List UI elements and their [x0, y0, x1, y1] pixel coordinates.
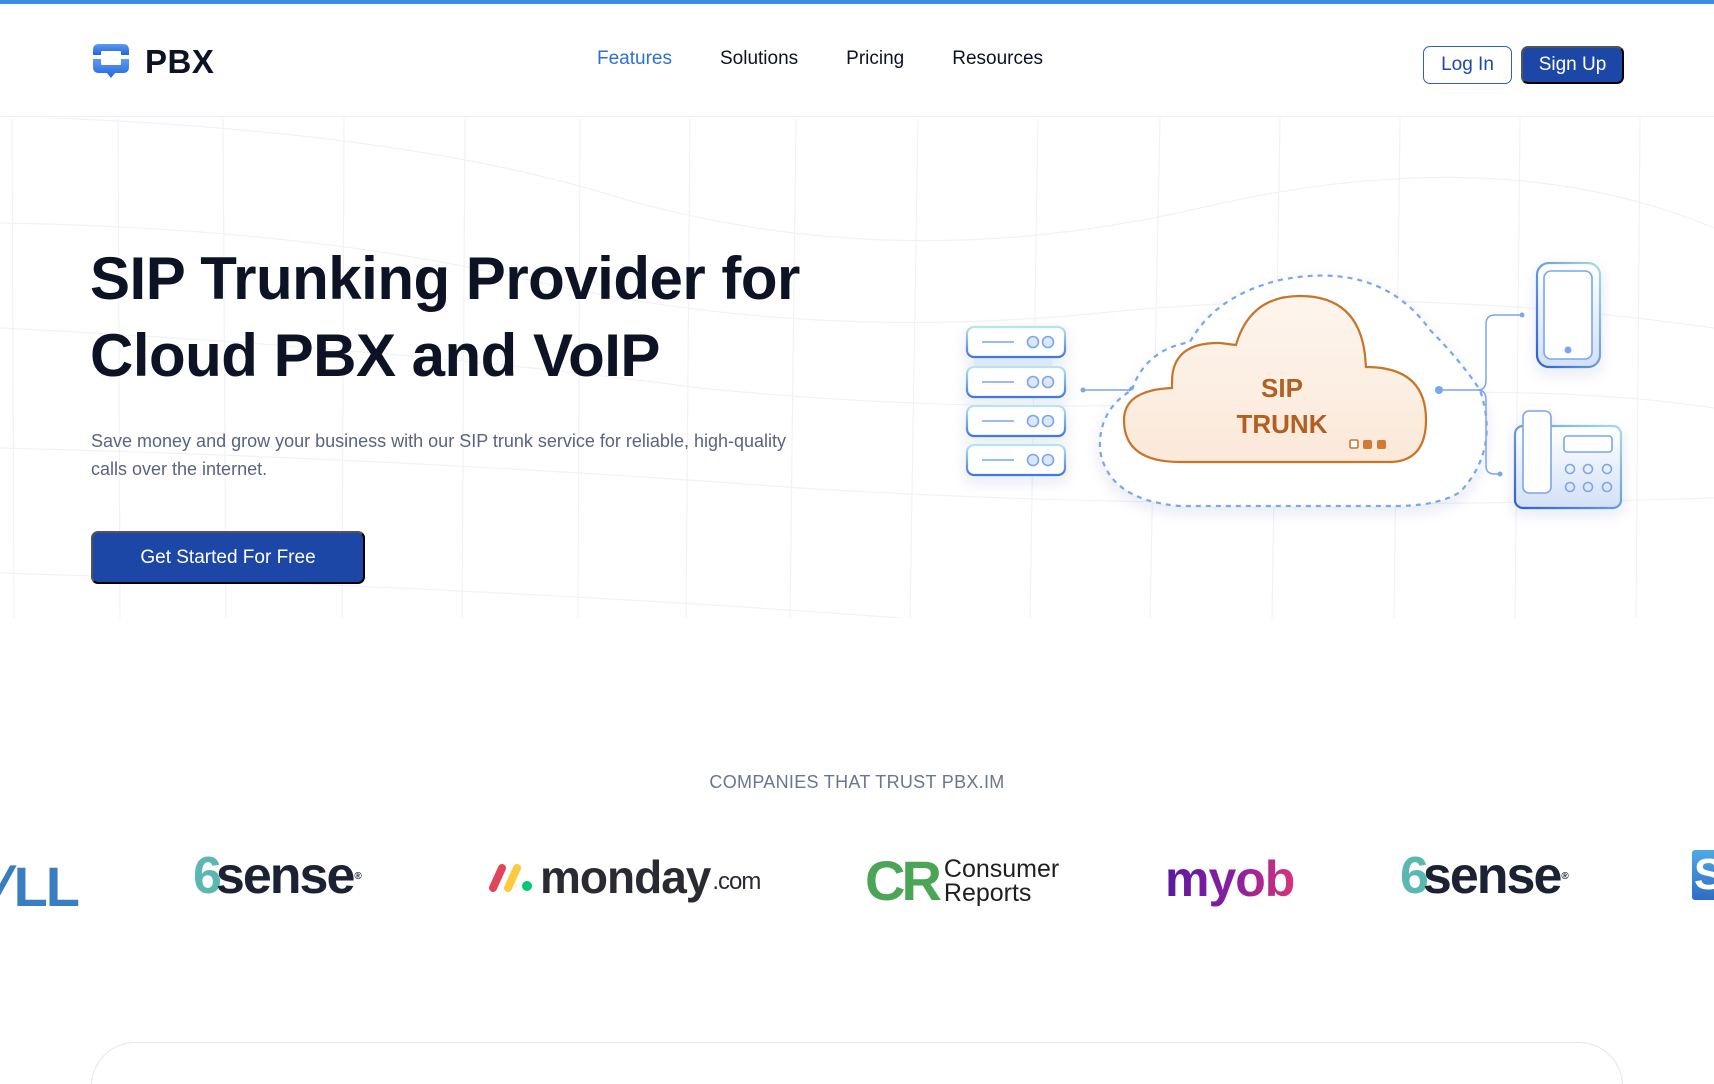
get-started-button[interactable]: Get Started For Free	[91, 531, 365, 584]
hero-title-line-2: Cloud PBX and VoIP	[90, 322, 660, 389]
hero-title: SIP Trunking Provider for Cloud PBX and …	[90, 240, 850, 394]
sip-trunk-diagram: SIP TRUNK	[940, 250, 1640, 530]
nav-resources[interactable]: Resources	[952, 48, 1044, 69]
six-mark-icon: 6	[193, 847, 222, 905]
brand-name: PBX	[145, 43, 215, 80]
cloud-label-trunk: TRUNK	[1237, 409, 1328, 439]
hero-subtitle: Save money and grow your business with o…	[91, 431, 787, 479]
server-rack-icon	[965, 325, 1067, 477]
nav-solutions[interactable]: Solutions	[719, 48, 799, 69]
logo-partial: S	[1692, 850, 1714, 900]
six-mark-icon: 6	[1400, 847, 1429, 905]
nav-pricing[interactable]: Pricing	[846, 48, 905, 69]
logo-monday: monday.com	[488, 850, 761, 904]
main-nav: Features Solutions Pricing Resources	[597, 48, 1091, 70]
hero-title-line-1: SIP Trunking Provider for	[90, 245, 800, 312]
mobile-phone-icon	[1535, 261, 1602, 369]
desk-phone-icon	[1513, 410, 1623, 510]
cloud-label-sip: SIP	[1261, 373, 1303, 403]
nav-features[interactable]: Features	[597, 48, 672, 69]
site-header: PBX Features Solutions Pricing Resources…	[0, 4, 1714, 117]
logo-consumer-reports: CR Consumer Reports	[865, 849, 1060, 912]
login-button[interactable]: Log In	[1423, 46, 1512, 84]
pbx-logo-icon	[93, 44, 129, 78]
monday-mark-icon	[489, 864, 532, 892]
brand-logo-link[interactable]: PBX	[91, 42, 214, 82]
next-section-card	[91, 1042, 1623, 1084]
hero-grid-background	[0, 118, 1714, 618]
logo-myob: myob	[1165, 851, 1295, 907]
signup-button[interactable]: Sign Up	[1521, 46, 1624, 84]
top-accent-bar	[0, 0, 1714, 4]
logo-dell: /LL	[0, 855, 80, 918]
trust-section-label: COMPANIES THAT TRUST PBX.IM	[709, 772, 1005, 792]
cloud-icon: SIP TRUNK	[1098, 274, 1488, 508]
